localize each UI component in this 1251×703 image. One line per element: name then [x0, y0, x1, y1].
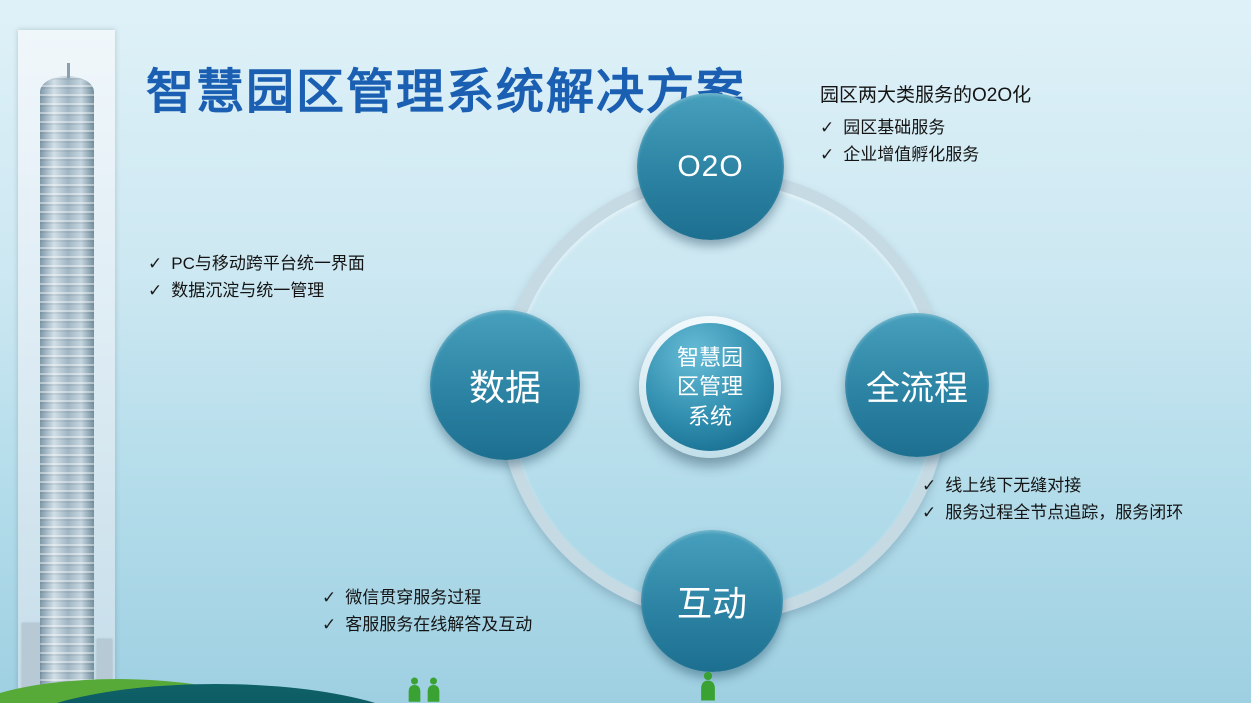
center-circle-inner: 智慧园 区管理 系统 — [646, 323, 774, 451]
check-item: ✓ 园区基础服务 — [820, 114, 1031, 141]
center-label-line: 区管理 — [676, 374, 743, 400]
node-interaction: 互动 — [641, 530, 783, 672]
annotation-o2o: 园区两大类服务的O2O化 ✓ 园区基础服务 ✓ 企业增值孵化服务 — [820, 80, 1031, 168]
check-icon: ✓ — [820, 145, 835, 165]
check-item-text: 企业增值孵化服务 — [843, 145, 980, 165]
check-icon: ✓ — [820, 118, 835, 137]
person-icon — [427, 677, 440, 702]
check-item-text: 线上线下无缝对接 — [945, 476, 1082, 495]
building-photo — [18, 30, 115, 703]
check-item-text: PC与移动跨平台统一界面 — [171, 254, 365, 273]
check-icon: ✓ — [922, 503, 937, 523]
annotation-interaction: ✓ 微信贯穿服务过程 ✓ 客服服务在线解答及互动 — [322, 584, 532, 638]
node-data: 数据 — [430, 310, 580, 460]
check-icon: ✓ — [148, 254, 163, 273]
node-interaction-label: 互动 — [676, 584, 747, 624]
center-label: 智慧园 区管理 系统 — [677, 343, 743, 430]
node-full-process-label: 全流程 — [866, 369, 968, 408]
check-item-text: 微信贯穿服务过程 — [345, 588, 482, 607]
annotation-o2o-heading: 园区两大类服务的O2O化 — [820, 85, 1032, 106]
skyscraper-illustration — [39, 63, 94, 688]
center-label-line: 系统 — [687, 403, 732, 429]
people-pair-icon — [406, 677, 442, 702]
check-item-text: 客服服务在线解答及互动 — [345, 615, 533, 635]
low-building-illustration — [97, 639, 112, 689]
check-item-text: 园区基础服务 — [843, 118, 946, 137]
person-icon — [701, 671, 715, 701]
person-icon — [408, 677, 421, 702]
low-building-illustration — [22, 623, 40, 689]
check-icon: ✓ — [322, 588, 337, 607]
check-icon: ✓ — [148, 281, 163, 301]
check-item: ✓ 线上线下无缝对接 — [922, 472, 1183, 499]
node-data-label: 数据 — [468, 367, 541, 408]
person-icon — [698, 671, 718, 701]
node-o2o-label: O2O — [677, 149, 744, 183]
check-item: ✓ 客服服务在线解答及互动 — [322, 611, 532, 638]
check-item: ✓ 数据沉淀与统一管理 — [148, 277, 365, 304]
check-icon: ✓ — [922, 476, 937, 495]
page-title: 智慧园区管理系统解决方案 — [146, 66, 747, 120]
check-item-text: 数据沉淀与统一管理 — [171, 281, 325, 301]
node-full-process: 全流程 — [845, 313, 989, 457]
node-o2o: O2O — [637, 93, 784, 240]
check-item-text: 服务过程全节点追踪，服务闭环 — [945, 503, 1184, 523]
center-circle: 智慧园 区管理 系统 — [639, 316, 781, 458]
check-icon: ✓ — [322, 615, 337, 635]
annotation-full-process: ✓ 线上线下无缝对接 ✓ 服务过程全节点追踪，服务闭环 — [922, 472, 1183, 526]
check-item: ✓ 微信贯穿服务过程 — [322, 584, 532, 611]
center-label-line: 智慧园 — [676, 345, 743, 371]
check-item: ✓ 服务过程全节点追踪，服务闭环 — [922, 499, 1183, 526]
annotation-data: ✓ PC与移动跨平台统一界面 ✓ 数据沉淀与统一管理 — [148, 250, 365, 304]
check-item: ✓ PC与移动跨平台统一界面 — [148, 250, 365, 277]
check-item: ✓ 企业增值孵化服务 — [820, 141, 1031, 168]
